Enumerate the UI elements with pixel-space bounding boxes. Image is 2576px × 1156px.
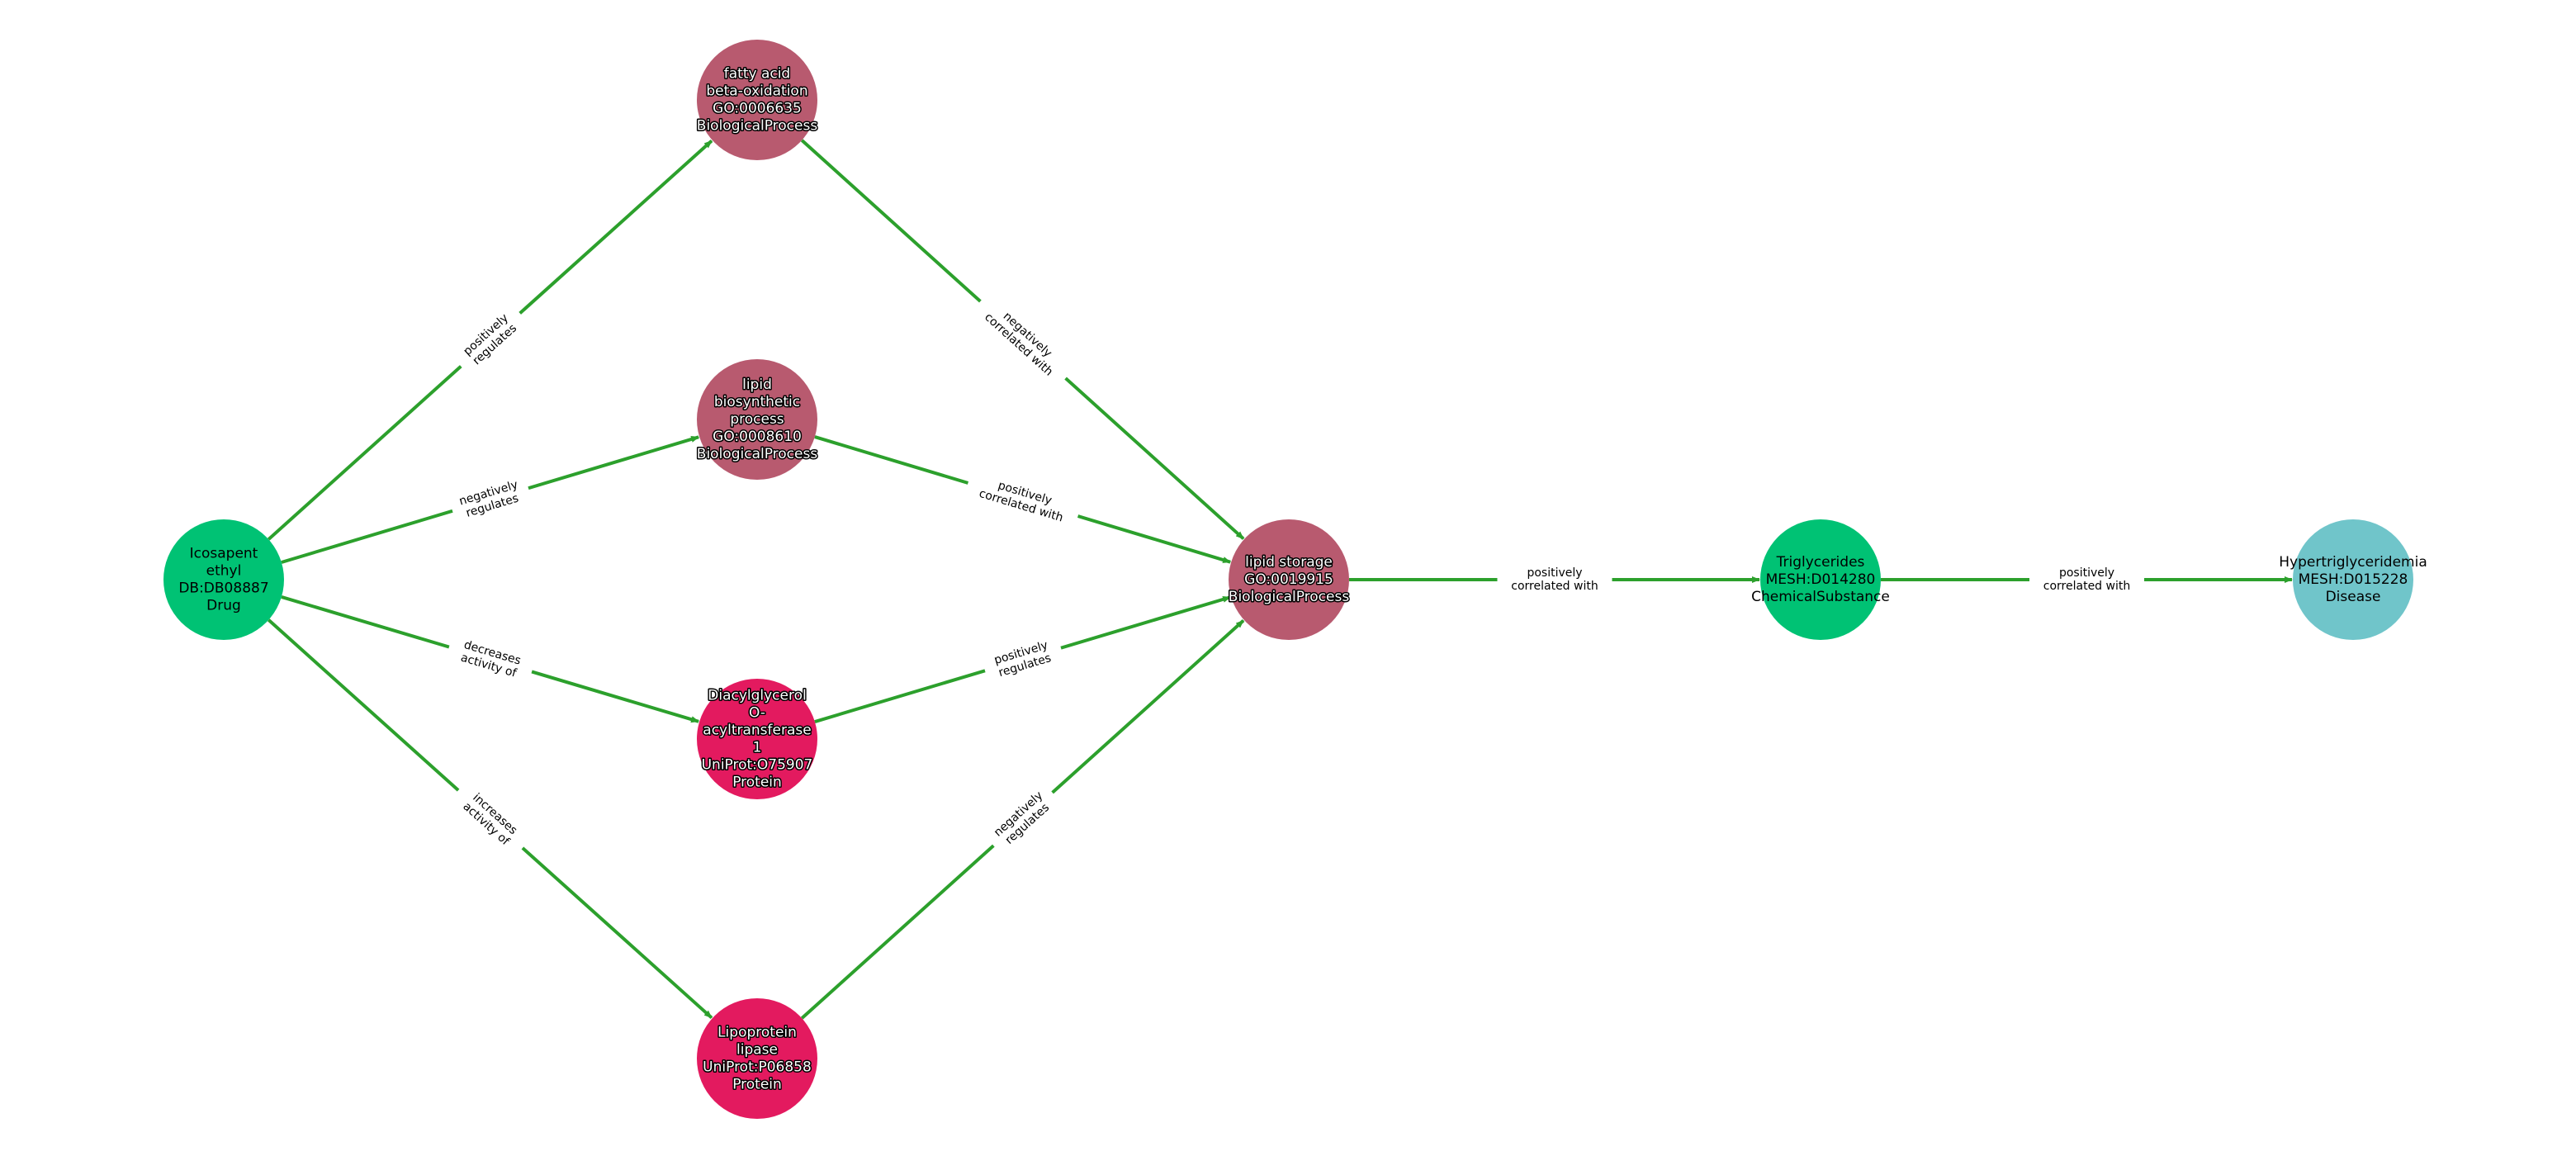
node-label: UniProt:O75907 — [702, 757, 813, 774]
node-circle[interactable] — [697, 359, 817, 480]
node-label: MESH:D015228 — [2299, 571, 2408, 588]
edge-label-text: correlated with — [2043, 580, 2130, 593]
node-circle[interactable] — [697, 679, 817, 799]
node-circle[interactable] — [697, 998, 817, 1119]
node-label: O- — [749, 705, 765, 722]
node-label: ethyl — [206, 563, 242, 580]
node-label: 1 — [753, 740, 762, 756]
node-label: Disease — [2326, 589, 2381, 605]
edge-label-text: positively — [2059, 566, 2114, 580]
node-label: MESH:D014280 — [1766, 571, 1876, 588]
node-label: BiologicalProcess — [1229, 589, 1350, 605]
node-circle[interactable] — [2293, 519, 2413, 640]
node-label: Protein — [732, 775, 782, 791]
node-label: GO:0006635 — [713, 101, 802, 117]
node-label: Hypertriglyceridemia — [2279, 554, 2427, 571]
node-label: fatty acid — [724, 66, 790, 83]
node-label: Protein — [732, 1077, 782, 1093]
node-fatty_acid[interactable]: fatty acidbeta-oxidationGO:0006635Biolog… — [695, 40, 819, 160]
node-label: lipid storage — [1245, 554, 1333, 571]
edge-label-text: positively — [1527, 566, 1582, 580]
node-label: lipid — [742, 377, 772, 393]
node-circle[interactable] — [1229, 519, 1349, 640]
node-label: ChemicalSubstance — [1751, 589, 1890, 605]
node-label: GO:0019915 — [1244, 571, 1333, 588]
node-label: BiologicalProcess — [697, 118, 818, 135]
node-label: Diacylglycerol — [708, 688, 806, 704]
node-label: process — [730, 411, 784, 428]
node-dgat[interactable]: DiacylglycerolO-acyltransferase1UniProt:… — [697, 679, 817, 799]
node-circle[interactable] — [697, 40, 817, 160]
node-label: UniProt:P06858 — [703, 1059, 812, 1076]
node-label: lipase — [736, 1042, 778, 1059]
node-circle[interactable] — [1760, 519, 1881, 640]
node-label: Drug — [206, 598, 241, 614]
node-label: DB:DB08887 — [178, 580, 268, 597]
node-label: acyltransferase — [703, 722, 811, 739]
node-lipid_bio[interactable]: lipidbiosyntheticprocessGO:0008610Biolog… — [695, 359, 819, 480]
node-label: BiologicalProcess — [697, 446, 818, 462]
node-label: Lipoprotein — [717, 1025, 797, 1041]
node-label: beta-oxidation — [706, 83, 807, 100]
node-label: Triglycerides — [1776, 554, 1865, 571]
node-label: Icosapent — [190, 546, 258, 562]
node-label: GO:0008610 — [713, 429, 802, 445]
edge-label-text: correlated with — [1511, 580, 1598, 593]
node-circle[interactable] — [163, 519, 284, 640]
node-label: biosynthetic — [714, 394, 800, 410]
node-triglycerides[interactable]: TriglyceridesMESH:D014280ChemicalSubstan… — [1751, 519, 1890, 640]
